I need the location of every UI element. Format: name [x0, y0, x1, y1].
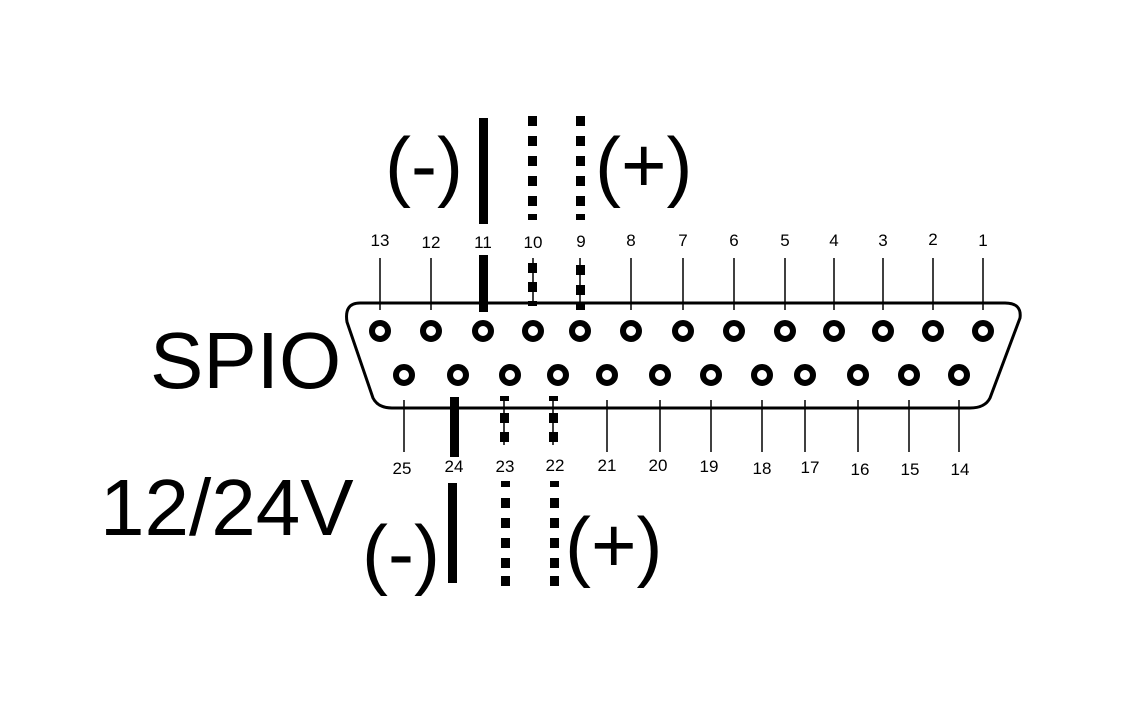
pin-number: 2 — [928, 230, 937, 249]
top-positive-wires — [528, 116, 585, 310]
pin-number: 9 — [576, 232, 585, 251]
voltage-label: 12/24V — [100, 463, 354, 552]
pin-number: 16 — [851, 460, 870, 479]
pin-number: 13 — [371, 231, 390, 250]
top-positive-label: (+) — [595, 121, 693, 209]
pin-number: 1 — [978, 231, 987, 250]
bottom-pin-numbers: 25 24 23 22 21 20 19 18 17 16 15 14 — [393, 456, 970, 479]
pin-number: 19 — [700, 457, 719, 476]
top-negative-label: (-) — [385, 121, 463, 209]
pin-number: 3 — [878, 231, 887, 250]
pin-number: 18 — [753, 459, 772, 478]
pin-number: 6 — [729, 231, 738, 250]
pin-number: 21 — [598, 456, 617, 475]
top-pin-numbers: 13 12 11 10 9 8 7 6 5 4 3 2 1 — [371, 230, 988, 252]
pin-number: 5 — [780, 231, 789, 250]
pin-number: 20 — [649, 456, 668, 475]
pin-number: 17 — [801, 458, 820, 477]
pin-number: 7 — [678, 231, 687, 250]
pin-number: 4 — [829, 231, 838, 250]
bottom-positive-label: (+) — [565, 501, 663, 589]
pin-number: 14 — [951, 460, 970, 479]
pin-number: 11 — [474, 233, 492, 252]
connector-shell — [345, 301, 1022, 410]
top-negative-wire — [479, 118, 488, 312]
top-row-pins — [369, 320, 994, 342]
spio-label: SPIO — [150, 316, 341, 405]
bottom-negative-label: (-) — [362, 509, 440, 597]
pin-number: 24 — [445, 457, 464, 476]
bottom-positive-wires — [500, 396, 559, 586]
bottom-row-pins — [393, 364, 970, 386]
pin-number: 22 — [546, 456, 565, 475]
pin-number: 25 — [393, 459, 412, 478]
pin-number: 23 — [496, 457, 515, 476]
pin-number: 15 — [901, 460, 920, 479]
pin-number: 8 — [626, 231, 635, 250]
pin-number: 10 — [524, 233, 543, 252]
bottom-negative-wire — [448, 397, 459, 583]
pin-number: 12 — [422, 233, 441, 252]
